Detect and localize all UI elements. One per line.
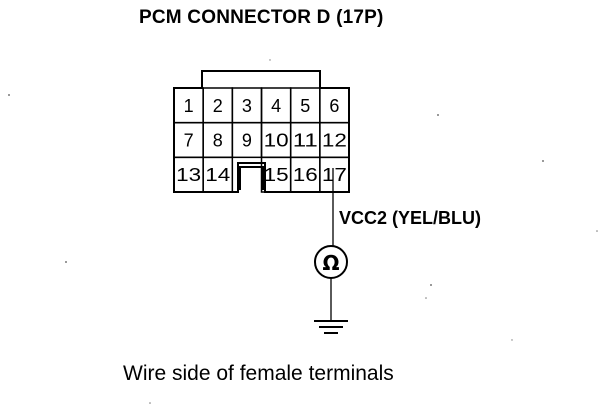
pin-label-2: 2	[213, 96, 223, 116]
scan-noise	[8, 59, 598, 404]
connector-outline	[173, 70, 350, 193]
pin-label-1: 1	[184, 96, 194, 116]
pin-label-15: 15	[264, 165, 289, 185]
pin-label-9: 9	[242, 131, 252, 151]
pin-label-14: 14	[205, 165, 230, 185]
ohmmeter-icon: Ω	[314, 245, 348, 279]
pin-label-13: 13	[176, 165, 201, 185]
ohm-symbol: Ω	[322, 251, 339, 275]
pin-label-12: 12	[322, 131, 347, 151]
pin-label-4: 4	[271, 96, 281, 116]
pin-label-8: 8	[213, 131, 223, 151]
connector-title: PCM CONNECTOR D (17P)	[139, 7, 384, 28]
pin-label-6: 6	[329, 96, 339, 116]
caption: Wire side of female terminals	[123, 362, 394, 385]
pin-label-16: 16	[293, 165, 318, 185]
ground-icon	[314, 320, 348, 334]
pin-label-17: 17	[322, 165, 347, 185]
pin-label-7: 7	[184, 131, 194, 151]
pin-label-5: 5	[300, 96, 310, 116]
pin-label-3: 3	[242, 96, 252, 116]
pin-label-10: 10	[264, 131, 289, 151]
connector-key-slot	[239, 166, 264, 190]
pin-label-11: 11	[293, 131, 318, 151]
wire-label: VCC2 (YEL/BLU)	[339, 208, 482, 228]
